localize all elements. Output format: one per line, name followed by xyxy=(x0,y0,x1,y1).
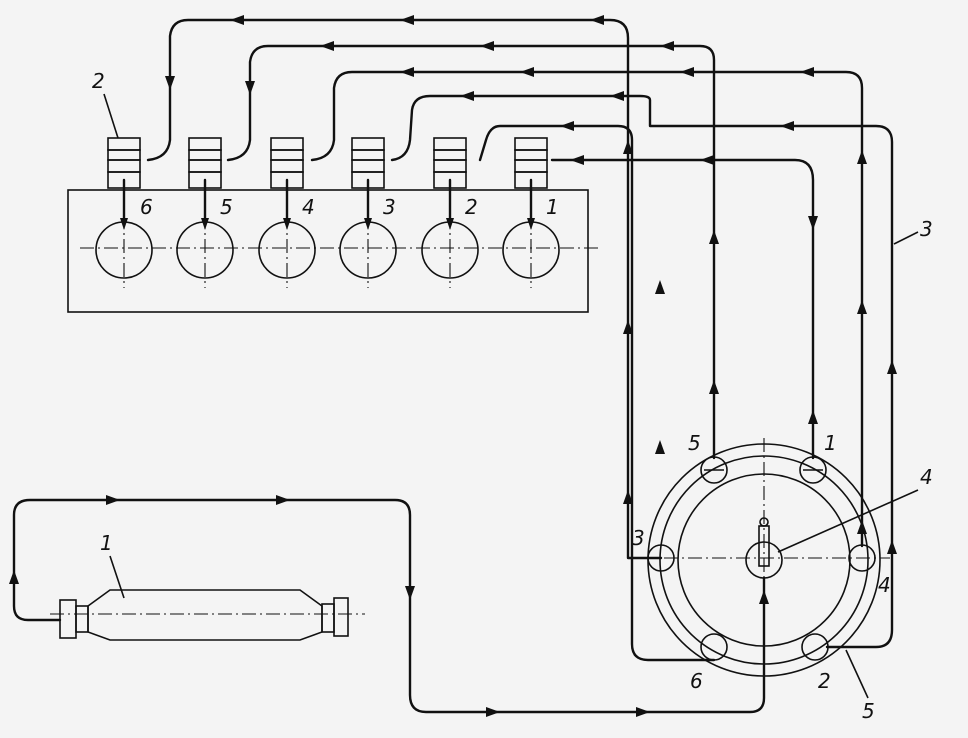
flow-arrow xyxy=(780,121,794,131)
callout-high-pressure-line: 3 xyxy=(920,217,933,241)
flow-arrow xyxy=(655,280,665,294)
outlet-label-top-left: 5 xyxy=(688,431,701,455)
injector-2 xyxy=(188,137,222,230)
flow-arrow xyxy=(560,121,574,131)
fuel-filter xyxy=(50,589,365,641)
flow-arrow xyxy=(857,150,867,164)
fuel-lines xyxy=(12,18,894,714)
injector-4 xyxy=(351,137,385,230)
cylinder-number-labels: 6 5 4 3 2 1 xyxy=(140,195,559,219)
flow-arrow xyxy=(623,140,633,154)
outlet-label-left: 3 xyxy=(632,526,645,550)
flow-arrow xyxy=(570,155,584,165)
flow-arrow xyxy=(610,91,624,101)
flow-arrow xyxy=(709,230,719,244)
pump-outlet-labels: 5 1 3 4 6 2 xyxy=(632,431,891,693)
flow-arrow xyxy=(655,440,665,454)
flow-arrow xyxy=(480,41,494,51)
flow-arrow xyxy=(106,495,120,505)
flow-arrow xyxy=(165,76,175,90)
flow-arrow xyxy=(857,300,867,314)
callout-filter: 1 xyxy=(100,531,113,555)
callout-pump-shaft: 4 xyxy=(920,465,933,489)
pump-outlet-top-right xyxy=(799,456,827,484)
flow-arrow xyxy=(460,91,474,101)
flow-arrow xyxy=(700,155,714,165)
cyl-label-2: 2 xyxy=(465,195,478,219)
flow-arrow xyxy=(887,540,897,554)
flow-arrow xyxy=(230,15,244,25)
flow-arrow xyxy=(276,495,290,505)
outlet-label-bottom-right: 2 xyxy=(818,669,831,693)
flow-arrow xyxy=(590,15,604,25)
cyl-label-6: 6 xyxy=(140,195,153,219)
flow-arrow xyxy=(636,707,650,717)
callout-labels: 2 1 3 4 5 xyxy=(92,69,933,723)
flow-arrow xyxy=(400,15,414,25)
flow-arrow xyxy=(887,360,897,374)
flow-arrow xyxy=(800,67,814,77)
pump-outlet-bottom-left xyxy=(700,633,728,661)
outlet-label-right: 4 xyxy=(878,573,891,597)
injector-5 xyxy=(433,137,467,230)
flow-arrow xyxy=(9,570,19,584)
flow-arrow xyxy=(405,586,415,600)
pump-outlet-bottom-right xyxy=(801,633,829,661)
injector-6 xyxy=(514,137,548,230)
flow-arrow xyxy=(857,520,867,534)
outlet-label-top-right: 1 xyxy=(824,431,837,455)
flow-arrow xyxy=(320,41,334,51)
outlet-label-bottom-left: 6 xyxy=(690,669,703,693)
injector-1 xyxy=(107,137,141,230)
callout-pump-housing: 5 xyxy=(862,699,875,723)
flow-arrow xyxy=(623,320,633,334)
flow-arrow xyxy=(759,590,769,604)
injector-3 xyxy=(270,137,304,230)
flow-arrow xyxy=(520,67,534,77)
cyl-label-5: 5 xyxy=(220,195,233,219)
callout-injector: 2 xyxy=(92,69,105,93)
flow-arrow xyxy=(623,490,633,504)
flow-arrows xyxy=(9,15,897,717)
flow-arrow xyxy=(660,41,674,51)
cyl-label-4: 4 xyxy=(302,195,315,219)
flow-arrow xyxy=(245,81,255,95)
flow-arrow xyxy=(808,410,818,424)
flow-arrow xyxy=(808,216,818,230)
flow-arrow xyxy=(486,707,500,717)
engine-block xyxy=(67,137,600,313)
cyl-label-1: 1 xyxy=(546,195,559,219)
flow-arrow xyxy=(400,67,414,77)
cyl-label-3: 3 xyxy=(383,195,396,219)
pump-outlet-top-left xyxy=(700,456,728,484)
flow-arrow xyxy=(709,380,719,394)
flow-arrow xyxy=(680,67,694,77)
